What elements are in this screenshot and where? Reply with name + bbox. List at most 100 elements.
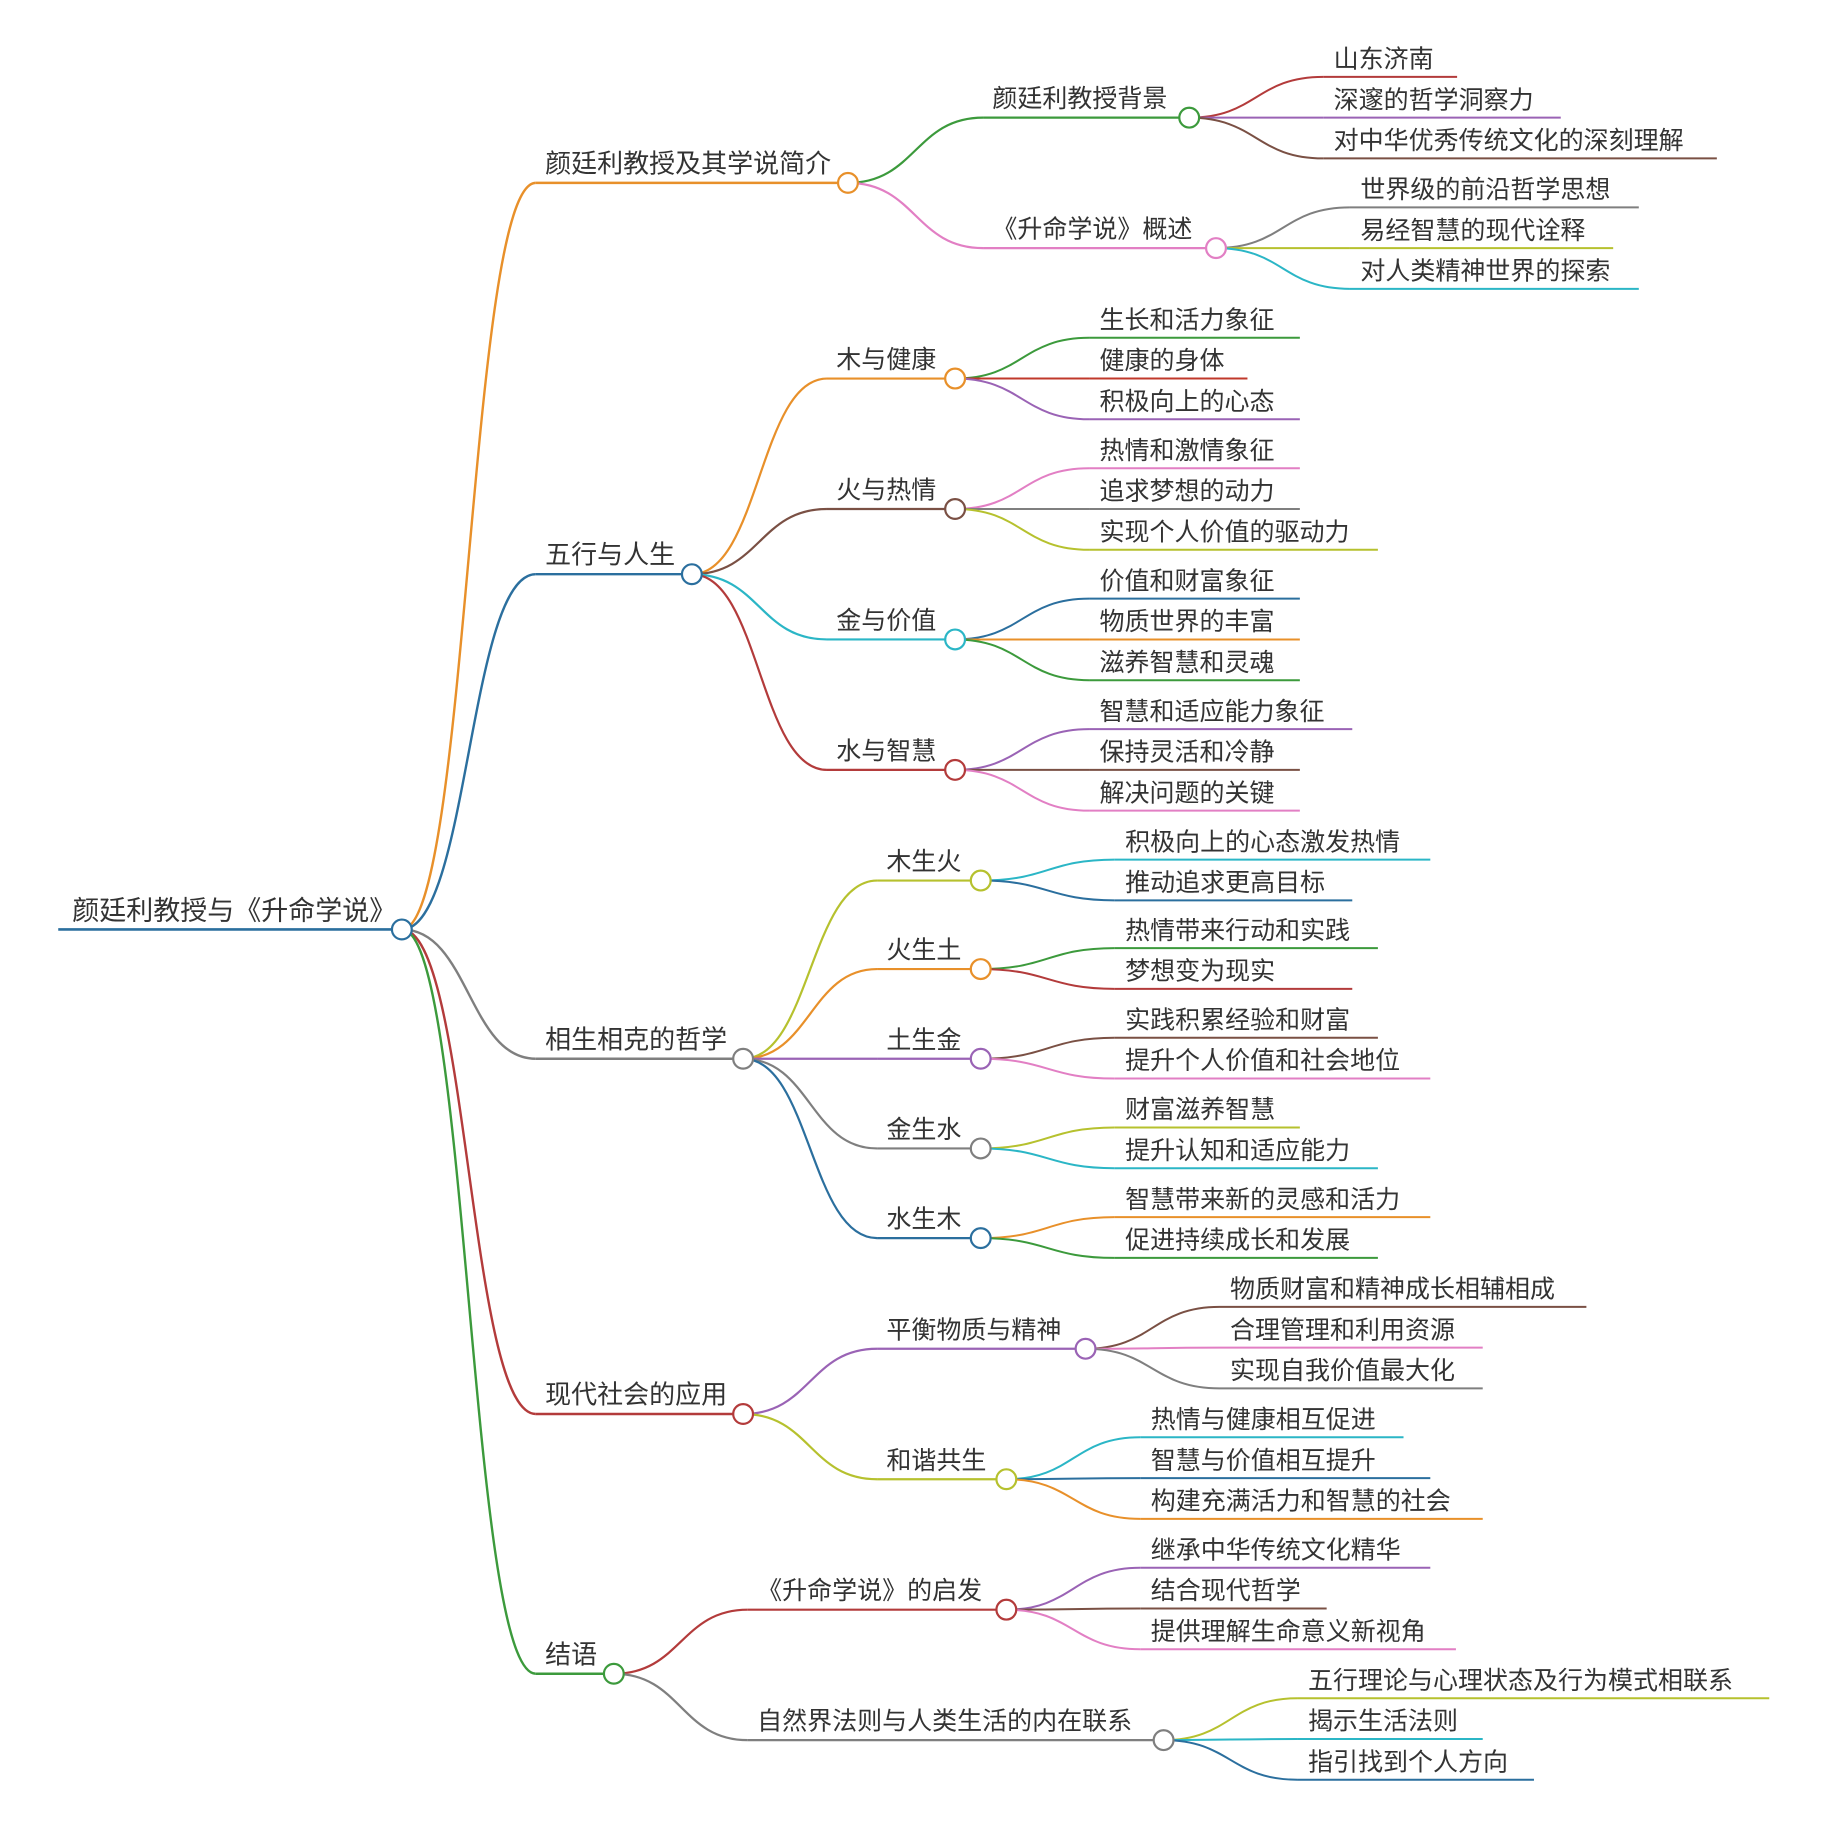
subtopic-label: 火生土 [886,936,961,965]
leaf-link [1006,1436,1141,1481]
leaf-label: 智慧带来新的灵感和活力 [1125,1185,1400,1214]
leaf-label: 山东济南 [1334,45,1434,74]
leaf-label: 物质财富和精神成长相辅相成 [1230,1275,1555,1304]
leaf-link [955,507,1090,551]
subtopic-collapse-toggle[interactable] [1152,1729,1175,1752]
subtopic-collapse-toggle[interactable] [969,1227,992,1250]
subtopic-collapse-toggle[interactable] [995,1598,1018,1621]
branch-topic-label: 现代社会的应用 [545,1381,727,1411]
leaf-label: 滋养智慧和灵魂 [1100,648,1275,677]
subtopic-collapse-toggle[interactable] [944,758,967,781]
leaf-link [1215,247,1350,290]
branch-topic-label: 五行与人生 [545,541,675,571]
leaf-label: 合理管理和利用资源 [1230,1315,1455,1344]
branch-topic-label: 相生相克的哲学 [545,1025,727,1055]
leaf-label: 热情带来行动和实践 [1125,916,1350,945]
edges-layer [58,75,1770,1781]
leaf-link [1163,1737,1298,1742]
leaf-label: 实践积累经验和财富 [1125,1005,1350,1034]
leaf-label: 提供理解生命意义新视角 [1151,1617,1426,1646]
subtopic-collapse-toggle[interactable] [1178,106,1201,129]
leaf-link [1163,1697,1298,1742]
subtopic-label: 自然界法则与人类生活的内在联系 [757,1707,1132,1736]
leaf-label: 健康的身体 [1100,346,1225,375]
leaf-link [1006,1607,1141,1611]
branch-collapse-toggle[interactable] [836,171,859,194]
nodes-layer: 颜廷利教授与《升命学说》颜廷利教授及其学说简介颜廷利教授背景山东济南深邃的哲学洞… [72,45,1733,1777]
leaf-link [980,1237,1115,1259]
subtopic-collapse-toggle[interactable] [1204,237,1228,260]
subtopic-collapse-toggle[interactable] [1074,1337,1097,1360]
leaf-link [955,336,1090,380]
subtopic-label: 水与智慧 [836,736,936,765]
leaf-link [980,1036,1115,1060]
subtopic-collapse-toggle[interactable] [944,628,967,651]
leaf-link [1006,1608,1141,1651]
branch-link [401,928,536,1416]
subtopic-label: 土生金 [886,1025,961,1054]
subtopic-link [613,1608,748,1675]
subtopic-collapse-toggle[interactable] [969,869,992,892]
leaf-link [1006,1566,1141,1611]
leaf-link [1215,206,1350,250]
leaf-label: 保持灵活和冷静 [1100,738,1275,767]
branch-collapse-toggle[interactable] [732,1047,755,1070]
leaf-label: 继承中华传统文化精华 [1151,1535,1401,1564]
subtopic-collapse-toggle[interactable] [969,958,992,981]
branch-topic-label: 结语 [545,1640,597,1670]
leaf-label: 指引找到个人方向 [1308,1747,1508,1776]
branch-collapse-toggle[interactable] [680,563,703,586]
leaf-label: 实现自我价值最大化 [1230,1356,1455,1385]
leaf-label: 热情与健康相互促进 [1151,1405,1376,1434]
leaf-label: 梦想变为现实 [1125,957,1275,986]
leaf-link [980,968,1115,990]
leaf-link [1085,1305,1220,1350]
leaf-label: 构建充满活力和智慧的社会 [1151,1487,1451,1516]
branch-collapse-toggle[interactable] [602,1662,625,1685]
leaf-link [980,1126,1115,1150]
subtopic-label: 水生木 [886,1205,961,1234]
branch-link [401,181,537,931]
subtopic-collapse-toggle[interactable] [995,1468,1018,1491]
leaf-link [1189,75,1324,119]
subtopic-link [743,1412,878,1481]
root-collapse-toggle[interactable] [390,918,413,941]
leaf-label: 提升个人价值和社会地位 [1125,1046,1400,1075]
leaf-label: 结合现代哲学 [1151,1576,1301,1605]
leaf-label: 易经智慧的现代诠释 [1360,216,1585,245]
branch-link [401,928,536,1060]
leaf-label: 实现个人价值的驱动力 [1100,517,1350,546]
subtopic-link [743,1347,878,1416]
branch-link [401,928,537,1675]
subtopic-collapse-toggle[interactable] [944,497,967,520]
leaf-label: 解决问题的关键 [1100,778,1275,807]
subtopic-collapse-toggle[interactable] [969,1137,992,1160]
leaf-link [980,1057,1115,1080]
leaf-label: 深邃的哲学洞察力 [1334,85,1534,114]
leaf-label: 揭示生活法则 [1308,1707,1458,1736]
branch-collapse-toggle[interactable] [732,1403,755,1426]
leaf-link [980,1147,1115,1170]
subtopic-collapse-toggle[interactable] [969,1047,992,1070]
subtopic-label: 颜廷利教授背景 [992,84,1167,113]
leaf-label: 提升认知和适应能力 [1125,1136,1350,1165]
leaf-link [1006,1477,1141,1481]
subtopic-collapse-toggle[interactable] [944,367,967,390]
subtopic-link [743,1057,878,1150]
subtopic-label: 金生水 [886,1115,961,1144]
branch-topic-label: 颜廷利教授及其学说简介 [545,149,831,179]
leaf-link [1163,1739,1298,1781]
leaf-link [955,377,1090,421]
subtopic-link [743,967,878,1060]
leaf-label: 对人类精神世界的探索 [1360,257,1610,286]
subtopic-label: 木生火 [886,847,961,876]
subtopic-link [691,573,827,771]
leaf-label: 智慧和适应能力象征 [1100,697,1325,726]
leaf-link [980,1216,1115,1240]
subtopic-link [691,507,827,576]
branch-link [401,573,536,931]
subtopic-label: 平衡物质与精神 [886,1315,1061,1344]
leaf-label: 五行理论与心理状态及行为模式相联系 [1308,1666,1733,1695]
subtopic-link [691,377,827,576]
